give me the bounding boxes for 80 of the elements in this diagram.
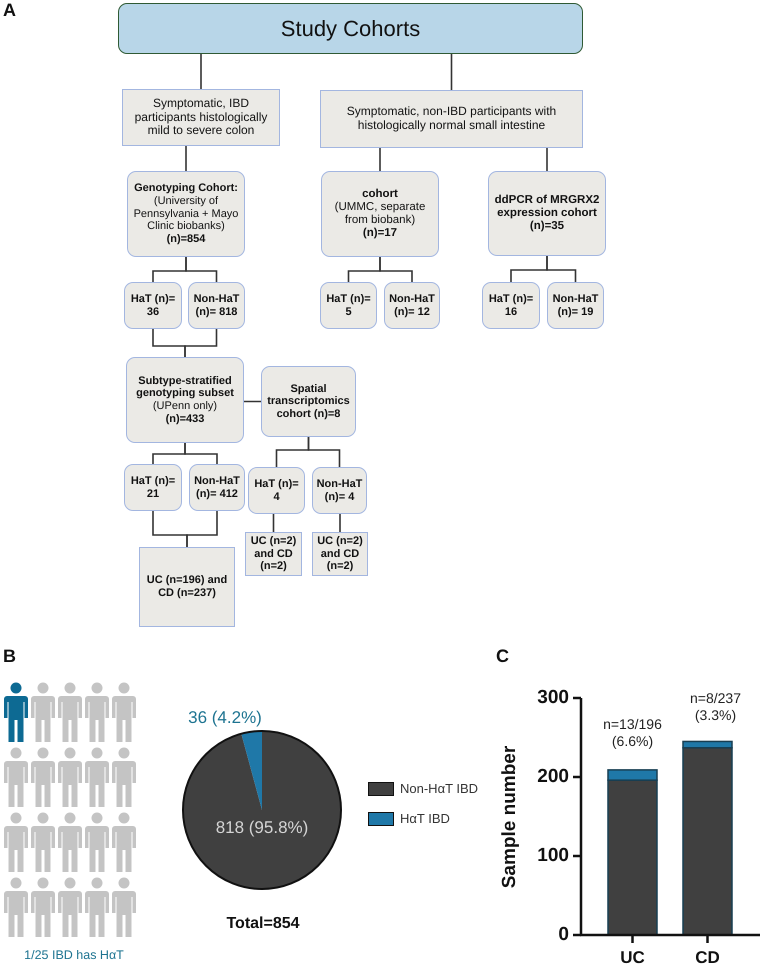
connector-line [272,514,274,532]
box-text: (UMMC, separate from biobank) [334,200,426,228]
cohort-box [261,366,356,437]
panel-letter: C [496,646,509,667]
connector-line [184,443,218,464]
legend-text: Non-HαT IBD [400,781,478,796]
cohort-box [127,171,245,257]
box-text: Spatial transcriptomics cohort (n)=8 [266,382,351,420]
box-text: HaT (n)= 21 [130,474,176,500]
box-text: HaT (n)= 4 [253,478,300,504]
box-text: UC (n=2) and CD (n=2) [316,535,364,573]
cohort-box [124,464,182,511]
cohort-box [321,171,439,257]
cohort-box [124,282,182,329]
connector-line [546,148,548,171]
connector-line [308,437,340,467]
tick-label: 100 [536,845,569,867]
box-text: HaT (n)= 36 [130,292,176,318]
box-text: Symptomatic, non-IBD participants with histologically normal small intestine [346,105,558,133]
panel-letter: A [3,0,16,21]
cohort-box [482,282,540,329]
box-text: Non-HaT (n)= 12 [388,292,436,318]
connector-line [244,400,261,402]
annotation-text: n=13/196 (6.6%) [602,716,663,750]
total-text: Total=854 [225,915,301,933]
box-text: UC (n=196) and CD (n=237) [146,574,228,600]
cohort-box [122,89,280,146]
box-text: UC (n=2) and CD (n=2) [250,535,298,573]
cohort-box [126,357,244,443]
cohort-box [248,467,305,514]
box-text: HaT (n)= 5 [325,292,372,318]
legend-text: HαT IBD [400,811,450,826]
panel-letter: B [3,646,16,667]
connector-line [450,54,452,90]
slice-label: 36 (4.2%) [187,708,263,728]
box-text: (n)=35 [530,220,564,234]
box-text: Non-HaT (n)= 818 [192,292,240,318]
annotation-text: n=8/237 (3.3%) [689,690,742,724]
caption-text: 1/25 IBD has HαT [23,948,125,962]
cohort-box [188,282,245,329]
box-text: (n)=17 [362,227,398,240]
cohort-box [189,464,245,511]
connector-line [546,256,576,282]
box-text: (UPenn only) [152,400,218,413]
category-label: CD [694,948,721,968]
tick-label: 0 [557,924,569,946]
cohort-box [547,282,604,329]
cohort-box [320,90,583,148]
connector-line [379,257,413,282]
cohort-box [320,282,377,329]
connector-line [185,146,187,171]
cohort-box [488,171,606,256]
category-label: UC [619,948,646,968]
box-text: (n)=854 [166,232,206,246]
connector-line [200,54,202,89]
connector-line [185,257,218,282]
box-text: HaT (n)= 16 [488,292,534,318]
box-text: Genotyping Cohort: [134,182,238,196]
axis-title: Sample number [499,744,521,890]
connector-line [186,511,218,547]
box-text: ddPCR of MRGRX2 expression cohort [494,194,600,220]
tick-label: 300 [536,687,569,709]
connector-line [339,514,341,532]
slice-label: 818 (95.8%) [214,818,310,838]
cohort-box [384,282,440,329]
tick-label: 200 [536,766,569,788]
cohort-box [139,547,235,627]
box-text: Non-HaT (n)= 19 [552,292,600,318]
box-text: Non-HaT (n)= 4 [316,478,364,504]
box-text: (n)=433 [166,412,204,426]
connector-line [184,329,218,357]
box-text: Non-HaT (n)= 412 [193,474,241,500]
box-text: Symptomatic, IBD participants histologically mild to severe colon [134,96,268,138]
box-text: Subtype-stratified genotyping subset [135,374,235,400]
header-box [118,3,583,54]
box-text: Study Cohorts [280,16,420,42]
box-text: cohort [362,188,398,201]
connector-line [379,148,381,171]
box-text: (University of Pennsylvania + Mayo Clinic biobanks) [132,195,240,233]
cohort-box [312,467,367,514]
